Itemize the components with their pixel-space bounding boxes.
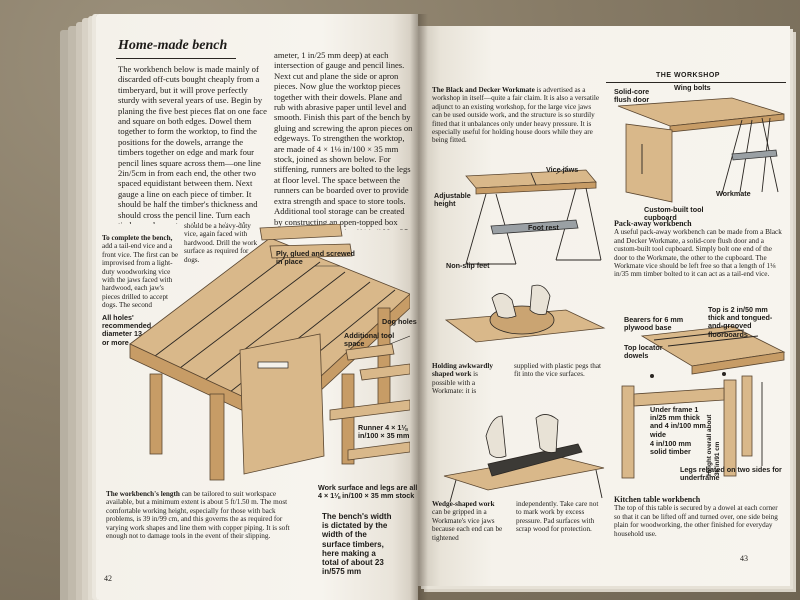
label-ply: Ply, glued and screwed in place — [276, 249, 355, 267]
page-number-right: 43 — [740, 554, 748, 563]
workmate-illustration — [465, 165, 602, 265]
packaway-workbench-illustration — [617, 97, 785, 203]
running-head-rule — [606, 82, 786, 83]
length-caption-text: can be tailored to suit workspace availa… — [106, 490, 290, 541]
holding-work-illustration — [444, 284, 606, 343]
label-wing-bolts: Wing bolts — [674, 83, 711, 92]
length-caption: The workbench's length can be tailored t… — [106, 490, 296, 586]
label-height-overall: Height overall about 36 in/91 cm — [706, 414, 722, 476]
body-column-1: The workbench below is made mainly of di… — [118, 64, 267, 224]
label-adjustable-height: Adjustable height — [434, 191, 471, 209]
open-book: Home-made bench The workbench below is m… — [8, 14, 794, 600]
label-runner: Runner 4 × 1⅛ in/100 × 35 mm — [358, 423, 410, 441]
bench-drawer-panel — [239, 333, 325, 475]
packaway-caption: Pack-away workbench A useful pack-away w… — [614, 220, 786, 298]
page-title: Home-made bench — [118, 38, 228, 53]
wedge-caption-continued: independently. Take care not to mark wor… — [516, 500, 599, 534]
packaway-title: Pack-away workbench — [614, 220, 692, 228]
label-under-frame: Under frame 1 in/25 mm thick and 4 in/10… — [650, 405, 706, 439]
label-vice-jaws: Vice jaws — [546, 165, 579, 174]
kitchen-body: The top of this table is secured by a do… — [614, 504, 778, 538]
label-non-slip-feet: Non-slip feet — [446, 261, 490, 270]
label-solid-timber: 4 in/100 mm solid timber — [650, 439, 692, 457]
left-page: Home-made bench The workbench below is m… — [96, 14, 418, 600]
workbench-exploded-illustration — [129, 224, 410, 481]
wedge-caption: Wedge-shaped work can be gripped in a Wo… — [432, 500, 506, 560]
right-page: THE WORKSHOP The Black and Decker Workma… — [418, 26, 790, 586]
label-work-surface: Work surface and legs are all 4 × 1⅛ in/… — [318, 483, 418, 501]
workmate-body: is advertised as a workshop in itself—qu… — [432, 86, 600, 145]
workmate-text: The Black and Decker Workmate is adverti… — [432, 86, 602, 162]
bench-caption-lead: To complete the bench, — [102, 234, 173, 242]
width-caption: The bench's width is dictated by the wid… — [322, 512, 392, 577]
workmate-title: The Black and Decker Workmate — [432, 86, 535, 94]
label-legs-rebated: Legs rebated on two sides for underframe — [680, 465, 782, 483]
holding-caption-text: is possible with a Workmate: it is — [432, 370, 478, 396]
label-additional-tool-space: Additional tool space — [344, 331, 395, 349]
length-caption-lead: The workbench's length — [106, 490, 180, 498]
label-top-locator-dowels: Top locator dowels — [624, 343, 663, 361]
page-number-left: 42 — [104, 574, 112, 583]
bench-caption: To complete the bench, add a tail-end vi… — [102, 234, 182, 316]
holding-caption: Holding awkwardly shaped work is possibl… — [432, 362, 496, 406]
wedge-work-illustration — [443, 414, 605, 502]
label-all-holes: All holes' recommended diameter 13 mm or… — [102, 313, 157, 347]
bench-runners — [329, 343, 410, 461]
label-solid-core-door: Solid-core flush door — [614, 87, 650, 105]
holding-caption-lead: Holding awkwardly shaped work — [432, 362, 493, 379]
running-head: THE WORKSHOP — [656, 72, 720, 79]
kitchen-title: Kitchen table workbench — [614, 496, 701, 504]
wedge-caption-text: can be gripped in a Workmate's vice jaws… — [432, 508, 503, 542]
label-top: Top is 2 in/50 mm thick and tongued-and-… — [708, 305, 773, 339]
wedge-caption-lead: Wedge-shaped work — [432, 500, 495, 508]
kitchen-table-illustration — [621, 325, 786, 479]
title-rule — [116, 58, 236, 59]
packaway-body: A useful pack-away workbench can be made… — [614, 228, 782, 279]
bench-legs — [149, 307, 391, 481]
body-column-2: ameter, 1 in/25 mm deep) at each interse… — [274, 50, 413, 230]
kitchen-caption: Kitchen table workbench The top of this … — [614, 496, 784, 560]
label-dog-holes: Dog holes — [382, 317, 417, 326]
bench-caption-text: add a tail-end vice and a front vice. Th… — [102, 242, 179, 310]
label-workmate: Workmate — [716, 189, 751, 198]
bench-caption-continued: should be a heavy-duty vice, again faced… — [184, 222, 258, 264]
label-bearers: Bearers for 6 mm plywood base — [624, 315, 684, 333]
label-foot-rest: Foot rest — [528, 223, 559, 232]
label-tool-cupboard: Custom-built tool cupboard — [644, 205, 704, 223]
holding-caption-continued: supplied with plastic pegs that fit into… — [514, 362, 602, 379]
